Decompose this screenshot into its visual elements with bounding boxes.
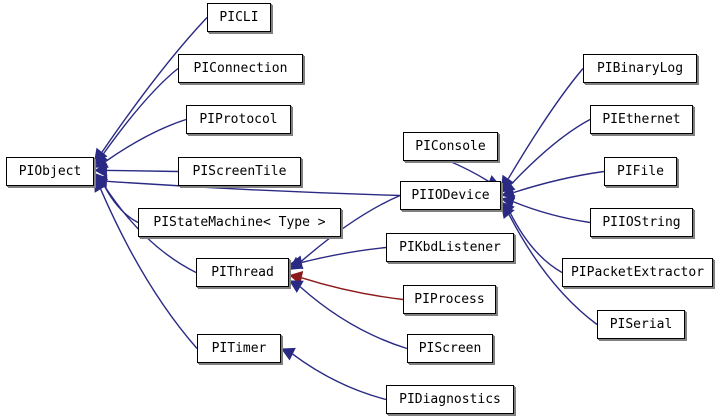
arrowhead-pifile-to-piiodevice xyxy=(501,185,516,200)
class-node-label: PIThread xyxy=(211,265,274,280)
edge-pibinarylog-to-piiodevice xyxy=(507,68,584,180)
edge-pikbdlistener-to-pithread xyxy=(301,246,387,264)
edge-piiostring-to-piiodevice xyxy=(513,201,591,224)
class-node-label: PIConsole xyxy=(415,139,486,154)
class-node-pithread[interactable]: PIThread xyxy=(196,258,289,287)
class-node-piconsole[interactable]: PIConsole xyxy=(403,132,498,161)
edge-piscreentile-to-piobject xyxy=(106,169,179,173)
arrowhead-pipacketextractor-to-piiodevice xyxy=(501,201,515,216)
class-node-piprocess[interactable]: PIProcess xyxy=(403,285,496,314)
arrowhead-pitimer-to-piobject xyxy=(94,178,107,193)
class-node-label: PIDiagnostics xyxy=(399,392,501,407)
class-node-label: PIIOString xyxy=(602,215,681,230)
arrowhead-pidiagnostics-to-pitimer xyxy=(281,347,296,361)
class-node-piethernet[interactable]: PIEthernet xyxy=(590,105,693,134)
arrowhead-pibinarylog-to-piiodevice xyxy=(501,174,515,190)
class-node-label: PIStateMachine< Type > xyxy=(153,215,326,230)
arrowhead-pistatemachine-to-piobject xyxy=(94,172,108,188)
class-node-label: PISerial xyxy=(609,317,673,332)
arrowhead-piprotocol-to-piobject xyxy=(94,155,109,168)
class-node-piiostring[interactable]: PIIOString xyxy=(590,208,693,237)
class-node-piiodevice[interactable]: PIIODevice xyxy=(400,181,501,210)
class-node-pitimer[interactable]: PITimer xyxy=(197,334,281,363)
class-node-label: PIEthernet xyxy=(602,112,681,127)
class-node-pidiagnostics[interactable]: PIDiagnostics xyxy=(386,385,514,414)
edge-pidiagnostics-to-pitimer xyxy=(292,353,387,401)
edge-pifile-to-piiodevice xyxy=(513,170,605,194)
class-node-pifile[interactable]: PIFile xyxy=(604,157,677,186)
arrowhead-piserial-to-piiodevice xyxy=(501,204,515,219)
arrowhead-piiostring-to-piiodevice xyxy=(501,195,516,209)
arrowhead-picli-to-piobject xyxy=(94,147,108,163)
arrowhead-piethernet-to-piiodevice xyxy=(501,178,516,193)
arrowhead-pithread-to-piobject xyxy=(94,175,109,190)
class-node-pibinarylog[interactable]: PIBinaryLog xyxy=(583,54,697,83)
edge-pistatemachine-to-piobject xyxy=(101,182,139,224)
class-node-label: PIIODevice xyxy=(411,188,490,203)
arrowhead-piiodevice-to-pithread xyxy=(289,256,304,270)
edge-pipacketextractor-to-piiodevice xyxy=(508,211,563,274)
class-node-pistatemachine[interactable]: PIStateMachine< Type > xyxy=(138,208,341,237)
class-node-piscreen[interactable]: PIScreen xyxy=(407,334,493,363)
class-node-piserial[interactable]: PISerial xyxy=(597,310,685,339)
class-node-label: PIKbdListener xyxy=(399,240,501,255)
class-node-label: PIFile xyxy=(617,164,664,179)
edge-piconnection-to-piobject xyxy=(101,67,179,156)
class-node-label: PIProtocol xyxy=(199,112,278,127)
edge-piethernet-to-piiodevice xyxy=(510,118,591,185)
class-node-picli[interactable]: PICLI xyxy=(207,3,271,32)
edge-piprocess-to-pithread xyxy=(301,277,404,301)
class-node-label: PIConnection xyxy=(193,61,288,76)
class-node-label: PICLI xyxy=(219,10,259,25)
class-node-label: PIPacketExtractor xyxy=(570,265,705,280)
class-node-label: PIProcess xyxy=(414,292,485,307)
arrowhead-piprocess-to-pithread xyxy=(289,271,304,285)
edge-piscreen-to-pithread xyxy=(299,286,408,350)
arrowhead-piscreen-to-pithread xyxy=(289,280,304,293)
class-node-piconnection[interactable]: PIConnection xyxy=(178,54,303,83)
class-node-label: PIScreenTile xyxy=(192,164,287,179)
arrowhead-piconnection-to-piobject xyxy=(94,150,108,165)
class-node-label: PITimer xyxy=(211,341,267,356)
class-node-pipacketextractor[interactable]: PIPacketExtractor xyxy=(562,258,713,287)
class-node-pikbdlistener[interactable]: PIKbdListener xyxy=(386,233,514,262)
arrowhead-pikbdlistener-to-pithread xyxy=(289,255,303,270)
class-node-label: PIBinaryLog xyxy=(596,61,684,76)
class-node-piobject[interactable]: PIObject xyxy=(6,157,94,186)
class-node-label: PIScreen xyxy=(418,341,482,356)
class-node-piprotocol[interactable]: PIProtocol xyxy=(186,105,291,134)
arrowhead-piiodevice-to-piobject xyxy=(94,174,108,189)
class-node-label: PIObject xyxy=(18,164,82,179)
edge-piprotocol-to-piobject xyxy=(105,118,187,163)
class-node-piscreentile[interactable]: PIScreenTile xyxy=(178,157,301,186)
arrowhead-piscreentile-to-piobject xyxy=(94,163,108,178)
